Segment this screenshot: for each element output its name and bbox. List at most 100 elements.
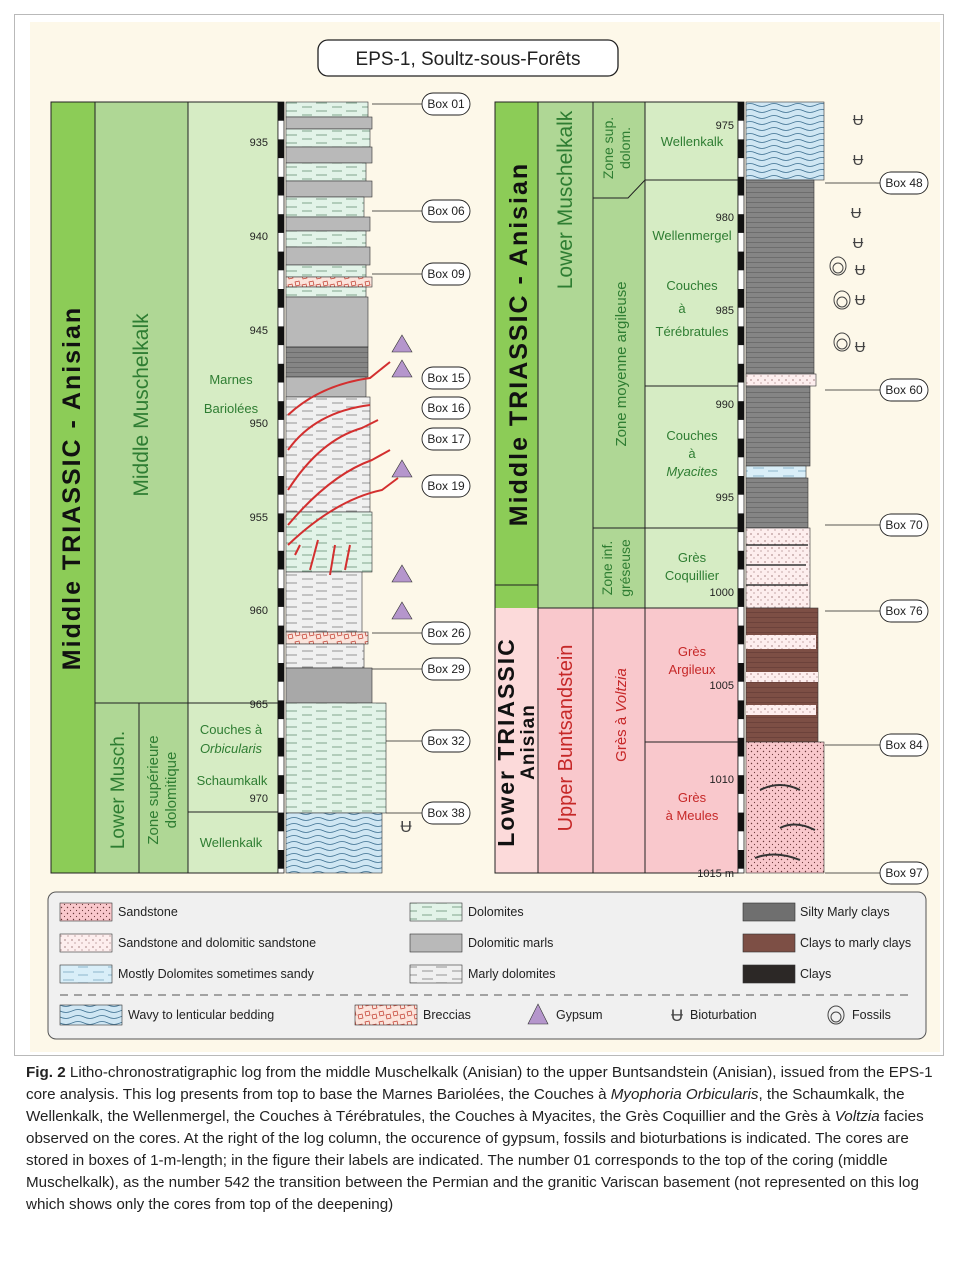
- legend-label: Clays: [800, 967, 831, 981]
- depth-label: 940: [250, 231, 268, 243]
- box-label: Box 32: [427, 734, 465, 748]
- box-label: Box 09: [427, 267, 465, 281]
- fossil-markers: [829, 256, 851, 352]
- facies-terebratules-2: à: [678, 301, 686, 316]
- bioturbation-icon: Ʉ: [400, 819, 412, 836]
- bioturbation-icon: Ʉ: [851, 205, 862, 222]
- legend-label: Marly dolomites: [468, 967, 556, 981]
- depth-label: 995: [716, 492, 734, 504]
- right-period-upper-column: [495, 102, 538, 608]
- deformation-lines: [287, 361, 399, 576]
- box-label: Box 38: [427, 806, 465, 820]
- right-period-upper-label: Middle TRIASSIC - Anisian: [505, 162, 533, 526]
- box-label: Box 15: [427, 371, 465, 385]
- left-formation-lower-label: Lower Musch.: [108, 731, 129, 849]
- facies-argileux-2: Argileux: [669, 662, 716, 677]
- depth-label: 950: [250, 418, 268, 430]
- right-formation-lower-label: Upper Buntsandstein: [555, 645, 577, 832]
- facies-wellenkalk-right: Wellenkalk: [661, 134, 724, 149]
- facies-meules-1: Grès: [678, 790, 707, 805]
- depth-label: 980: [716, 212, 734, 224]
- right-depth-labels: 975 980 985 990 995 1000 1005 1010 1015 …: [697, 120, 734, 880]
- box-label: Box 97: [885, 866, 923, 880]
- fossil-icon: [833, 332, 851, 352]
- zone-sup-label-1: Zone sup.: [600, 117, 616, 179]
- clays-swatch: [742, 964, 796, 984]
- wavy-bedding-swatch: [59, 1004, 123, 1026]
- mostly-dolomites-swatch: [59, 964, 113, 984]
- box-label: Box 26: [427, 626, 465, 640]
- figure-caption: Fig. 2 Litho-chronostratigraphic log fro…: [26, 1062, 936, 1216]
- bioturbation-icon: Ʉ: [853, 112, 864, 129]
- box-label: Box 19: [427, 479, 465, 493]
- dolomites-swatch: [409, 902, 463, 922]
- facies-orbicularis-2: Orbicularis: [200, 741, 263, 756]
- depth-label: 975: [716, 120, 734, 132]
- left-period-column: [50, 101, 96, 874]
- legend-label: Dolomites: [468, 905, 524, 919]
- zone-moy-label: Zone moyenne argileuse: [613, 281, 630, 446]
- caption-label: Fig. 2: [26, 1064, 66, 1081]
- sandstone-swatch: [59, 902, 113, 922]
- depth-label: 1015 m: [697, 868, 734, 880]
- dolomitic-marls-swatch: [409, 933, 463, 953]
- box-label: Box 76: [885, 604, 923, 618]
- right-formation-upper-label: Lower Muschelkalk: [554, 110, 577, 289]
- breccias-swatch: [354, 1004, 418, 1026]
- figure-frame: [14, 14, 944, 1056]
- right-period-lower-label-2: Anisian: [518, 704, 539, 780]
- legend-box: [47, 891, 927, 1040]
- legend-label: Bioturbation: [690, 1008, 757, 1022]
- depth-label: 1010: [710, 774, 734, 786]
- facies-marnes-1: Marnes: [209, 372, 253, 387]
- depth-label: 970: [250, 793, 268, 805]
- facies-orbicularis-1: Couches à: [200, 722, 263, 737]
- facies-meules-2: à Meules: [666, 808, 719, 823]
- facies-myacites-1: Couches: [666, 428, 718, 443]
- bioturbation-icon: Ʉ: [671, 1006, 683, 1025]
- legend-label: Clays to marly clays: [800, 936, 911, 950]
- legend-label: Wavy to lenticular bedding: [128, 1008, 274, 1022]
- bioturbation-icon: Ʉ: [853, 152, 864, 169]
- title-box: [317, 39, 619, 77]
- right-period-lower-label-1: Lower TRIASSIC: [493, 637, 519, 846]
- caption-text: Litho-chronostratigraphic log from the m…: [26, 1064, 933, 1213]
- depth-label: 985: [716, 305, 734, 317]
- box-label: Box 06: [427, 204, 465, 218]
- depth-label: 960: [250, 605, 268, 617]
- left-zone-lower-label-2: dolomitique: [163, 752, 180, 829]
- gypsum-markers: [391, 334, 413, 620]
- box-label: Box 60: [885, 383, 923, 397]
- left-zone-lower-label-1: Zone supérieure: [145, 735, 162, 844]
- legend-label: Breccias: [423, 1008, 471, 1022]
- clays-to-marly-clays-swatch: [742, 933, 796, 953]
- stratigraphic-log-figure: EPS-1, Soultz-sous-Forêts Middle TRIASSI…: [30, 22, 940, 1052]
- bioturbation-icon: Ʉ: [855, 339, 866, 356]
- box-label: Box 84: [885, 738, 923, 752]
- left-depth-labels: 935 940 945 950 955 960 965 970: [250, 137, 268, 805]
- legend-label: Fossils: [852, 1008, 891, 1022]
- bioturbation-icon: Ʉ: [855, 292, 866, 309]
- facies-myacites-3: Myacites: [666, 464, 718, 479]
- zone-inf-label-2: gréseuse: [617, 539, 633, 597]
- dolomitic-sandstone-swatch: [59, 933, 113, 953]
- facies-coquillier-1: Grès: [678, 550, 707, 565]
- left-period-label: Middle TRIASSIC - Anisian: [58, 306, 86, 670]
- depth-label: 955: [250, 512, 268, 524]
- facies-coquillier-2: Coquillier: [665, 568, 720, 583]
- zone-voltzia-label: Grès à Voltzia: [613, 668, 630, 762]
- legend: Sandstone Sandstone and dolomitic sandst…: [47, 891, 927, 1040]
- marly-dolomites-swatch: [409, 964, 463, 984]
- bioturbation-icon: Ʉ: [853, 235, 864, 252]
- box-label: Box 29: [427, 662, 465, 676]
- box-label: Box 70: [885, 518, 923, 532]
- left-facies-column: [187, 101, 279, 874]
- left-middle-muschelkalk-column: [94, 101, 189, 704]
- left-formation-upper-label: Middle Muschelkalk: [130, 313, 153, 497]
- right-log: Middle TRIASSIC - Anisian Lower TRIASSIC…: [493, 101, 929, 885]
- right-lithology-column: [745, 101, 825, 874]
- depth-label: 935: [250, 137, 268, 149]
- depth-label: 990: [716, 399, 734, 411]
- depth-label: 1000: [710, 587, 734, 599]
